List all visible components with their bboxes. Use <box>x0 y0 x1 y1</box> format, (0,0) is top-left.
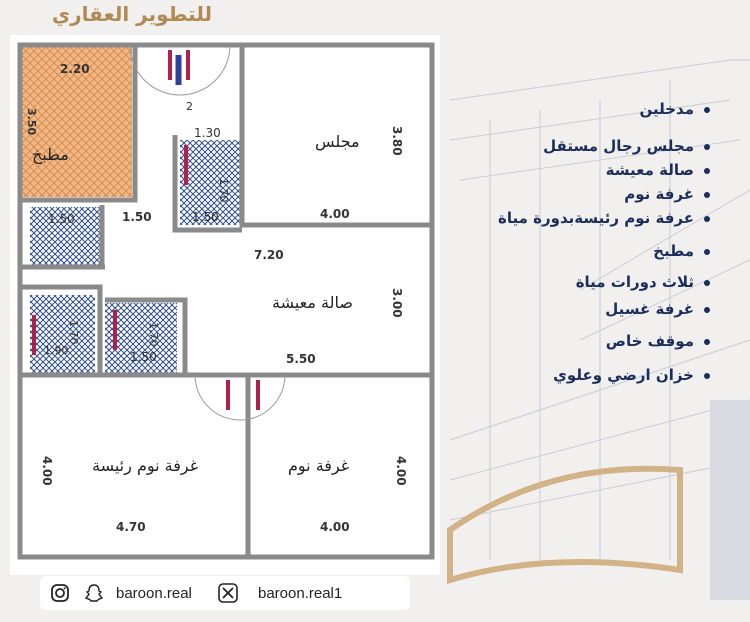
dim-bath1-w: 1.30 <box>194 126 221 140</box>
dim-living-h: 3.00 <box>390 288 404 318</box>
social-bar: baroon.real baroon.real1 <box>40 576 410 610</box>
dim-bath3-w: 1.90 <box>44 344 69 357</box>
x-icon[interactable] <box>218 583 238 603</box>
dim-majlis-w: 4.00 <box>320 207 350 221</box>
dim-bed-h: 4.00 <box>394 456 408 486</box>
dim-door-gap: 2 <box>186 100 193 113</box>
dim-kitchen-w: 2.20 <box>60 62 90 76</box>
feature-item: مدخلين <box>639 98 710 120</box>
floor-plan <box>10 35 440 575</box>
brand-title: للتطوير العقاري <box>51 2 212 26</box>
feature-item: خزان ارضي وعلوي <box>553 364 710 386</box>
feature-item: ثلاث دورات مياة <box>576 271 710 293</box>
dim-kitchen-h: 3.50 <box>25 108 38 136</box>
dim-bath2-w: 1.50 <box>48 212 75 226</box>
dim-master-w: 4.70 <box>116 520 146 534</box>
instagram-icon[interactable] <box>50 583 70 603</box>
majlis-label: مجلس <box>315 132 360 151</box>
dim-corridor: 1.50 <box>122 210 152 224</box>
feature-item: عرفة نوم رئيسةبدورة مياة <box>498 207 710 229</box>
dim-hall-w: 7.20 <box>254 248 284 262</box>
feature-item: مجلس رجال مستقل <box>543 135 710 157</box>
dim-bath4-h: 1.70 <box>147 322 160 347</box>
dim-living-w: 5.50 <box>286 352 316 366</box>
feature-item: مطبخ <box>653 240 710 262</box>
feature-item: غرفة نوم <box>624 183 710 205</box>
feature-item: موقف خاص <box>606 330 710 352</box>
bedroom-label: غرفة نوم <box>288 456 350 475</box>
kitchen-area <box>22 47 132 197</box>
dim-majlis-h: 3.80 <box>390 126 404 156</box>
master-bedroom-label: غرفة نوم رئيسة <box>92 456 199 475</box>
social-handle-2[interactable]: baroon.real1 <box>258 585 343 602</box>
dim-bath3-h: 1.70 <box>67 320 80 345</box>
social-handle-1[interactable]: baroon.real <box>116 585 192 602</box>
background-sketch <box>447 59 750 600</box>
dim-bath1-h: 1.70 <box>217 178 230 203</box>
dim-bath4-w: 1.50 <box>130 350 157 364</box>
dim-bed-w: 4.00 <box>320 520 350 534</box>
kitchen-label: مطبخ <box>32 145 69 164</box>
feature-item: صالة معيشة <box>606 159 710 181</box>
dim-bath1-b: 1.50 <box>192 210 219 224</box>
living-label: صالة معيشة <box>272 293 353 312</box>
snapchat-icon[interactable] <box>84 583 104 603</box>
dim-master-h: 4.00 <box>40 456 54 486</box>
feature-item: غرفة غسيل <box>605 298 710 320</box>
